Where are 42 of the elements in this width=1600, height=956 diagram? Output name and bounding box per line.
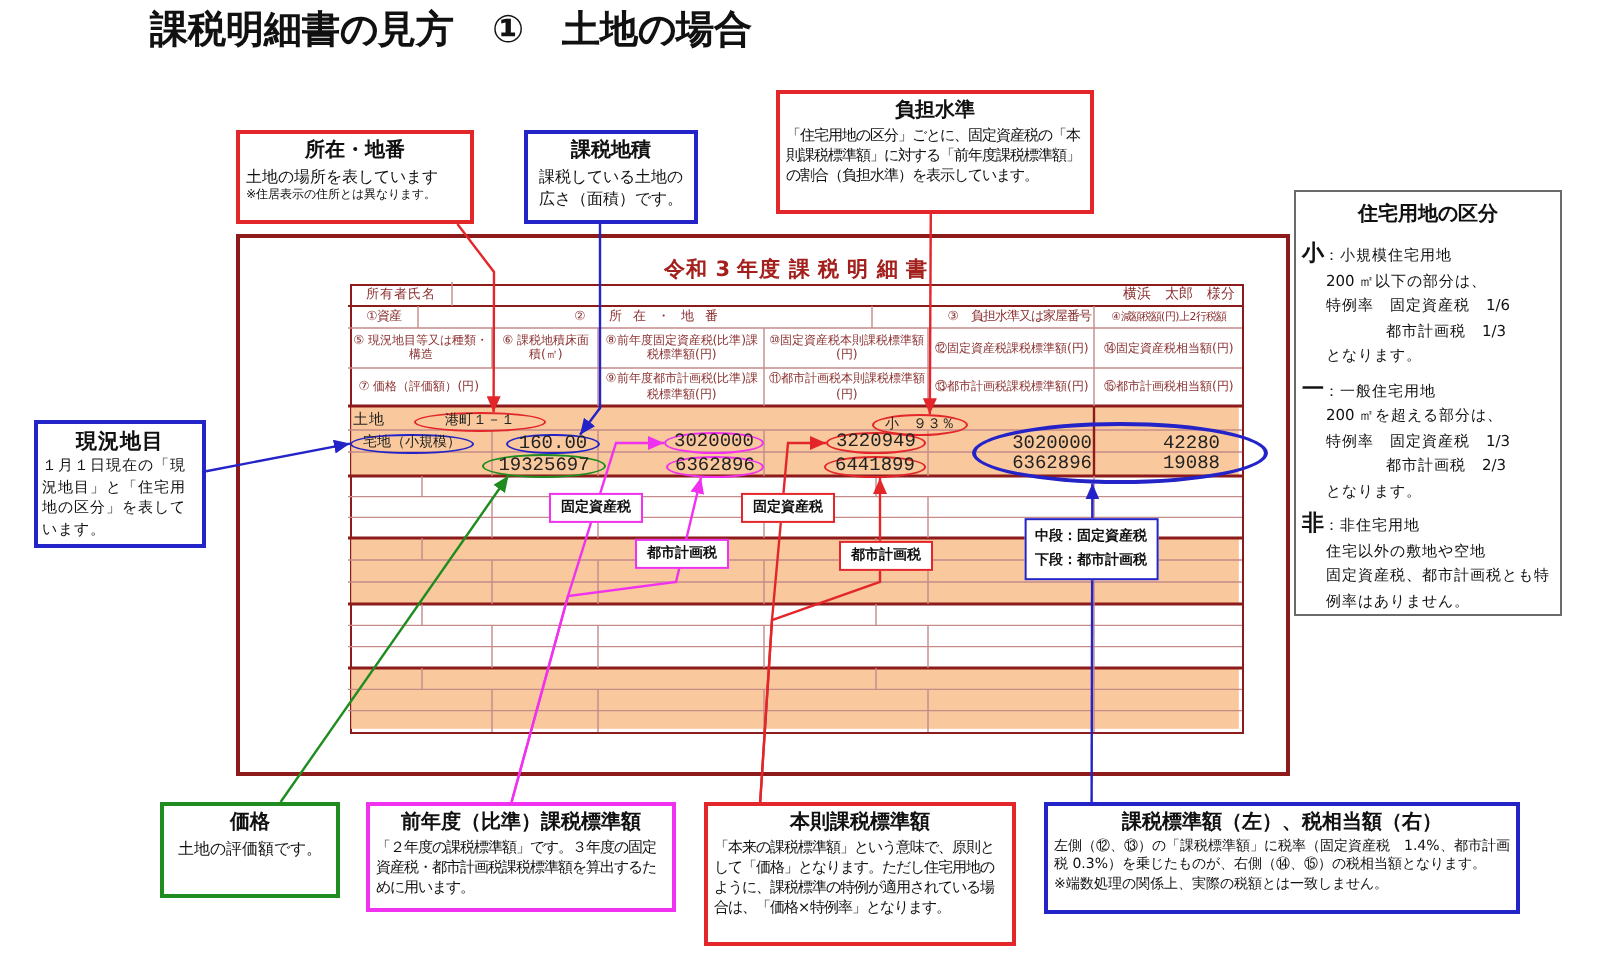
table-value: 3020000 xyxy=(1012,433,1092,454)
callout-heading: 課税地積 xyxy=(571,138,651,165)
leader-arrow xyxy=(759,478,887,803)
circled-value: 6362896 xyxy=(666,456,764,478)
page-title: 課税明細書の見方 ① 土地の場合 xyxy=(150,6,753,54)
callout-box xyxy=(366,802,676,912)
circled-value: 3220949 xyxy=(826,432,926,454)
callout-text: 課税している土地の広さ（面積）です。 xyxy=(537,165,685,211)
callout-heading: 負担水準 xyxy=(895,98,975,125)
callout-box xyxy=(236,130,474,224)
table-value: 6362896 xyxy=(1012,454,1092,475)
callout-box xyxy=(34,420,206,548)
callout-heading: 前年度（比準）課税標準額 xyxy=(401,810,641,837)
callout-box xyxy=(776,90,1094,214)
callout-box xyxy=(1044,802,1520,914)
statement-frame xyxy=(236,234,1290,776)
circled-value: 160.00 xyxy=(506,433,600,454)
leader-arrow xyxy=(922,214,937,415)
callout-heading: 価格 xyxy=(230,810,270,837)
circled-value: 6441899 xyxy=(824,456,926,478)
table-value: 42280 xyxy=(1162,433,1220,454)
leader-arrow xyxy=(579,224,602,436)
callout-box xyxy=(704,802,1016,946)
leader-arrow xyxy=(205,439,351,473)
info-panel xyxy=(1294,190,1562,616)
statement-title: 令和 3 年度 課 税 明 細 書 xyxy=(664,258,928,284)
callout-heading: 課税標準額（左）、税相当額（右） xyxy=(1122,810,1442,837)
leader-arrow xyxy=(510,477,705,803)
callout-box xyxy=(160,802,340,898)
panel-heading: 住宅用地の区分 xyxy=(1358,202,1498,228)
table-value: 19088 xyxy=(1162,454,1220,475)
callout-heading: 本則課税標準額 xyxy=(790,810,930,837)
leader-arrow xyxy=(456,223,501,413)
callout-box xyxy=(524,130,698,224)
callout-text: 土地の評価額です。 xyxy=(178,837,322,860)
circled-value: 19325697 xyxy=(482,454,606,478)
highlight-ellipse xyxy=(972,422,1268,484)
callout-heading: 現況地目 xyxy=(76,428,164,457)
callout-heading: 所在・地番 xyxy=(305,138,405,165)
leader-arrow xyxy=(279,475,510,803)
circled-value: 3020000 xyxy=(664,432,764,454)
callout-text: 土地の場所を表しています xyxy=(246,165,438,188)
